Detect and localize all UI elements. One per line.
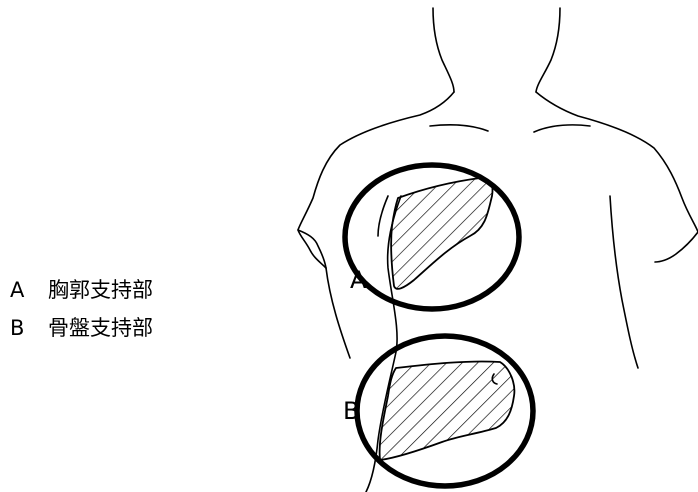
right-shoulder-arm-outline — [535, 91, 698, 233]
legend-label-b: 骨盤支持部 — [48, 316, 153, 340]
left-shoulder-arm-outline — [297, 91, 455, 269]
left-hand-outline — [297, 229, 327, 269]
thorax-support-region-a — [390, 177, 494, 290]
pelvis-support-region-b — [378, 360, 516, 461]
legend-item-b: B 骨盤支持部 — [10, 316, 153, 340]
legend-item-a: A 胸郭支持部 — [10, 278, 153, 302]
legend-key-a: A — [10, 278, 25, 302]
legend-label-a: 胸郭支持部 — [48, 278, 153, 302]
legend-key-b: B — [10, 316, 25, 340]
neck-left-line — [432, 7, 455, 93]
right-clavicle-line — [533, 124, 591, 133]
body-outline — [297, 7, 698, 492]
left-side-outline — [325, 267, 351, 359]
right-side-outline — [609, 195, 639, 369]
support-ring-a — [342, 162, 522, 312]
neck-right-line — [535, 7, 561, 93]
left-armpit-line — [377, 195, 389, 237]
support-ring-b — [354, 333, 536, 489]
body-midline — [365, 195, 402, 492]
marker-a: A — [350, 266, 367, 294]
navel-mark — [491, 373, 498, 385]
right-hand-outline — [654, 231, 698, 263]
marker-b: B — [343, 397, 359, 425]
left-clavicle-line — [429, 124, 489, 132]
